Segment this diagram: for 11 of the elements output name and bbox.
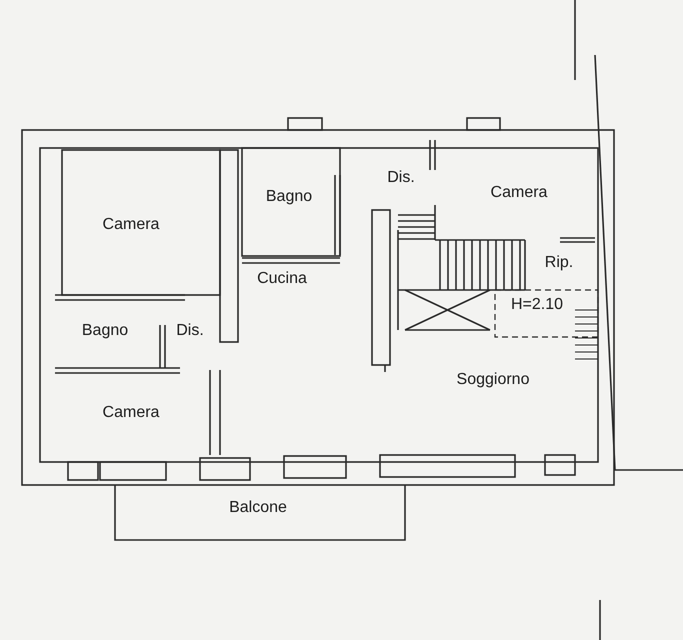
room-label: Camera bbox=[490, 185, 548, 201]
room-label: Soggiorno bbox=[456, 372, 530, 388]
room-label: Bagno bbox=[82, 323, 128, 339]
room-label: Dis. bbox=[176, 323, 204, 339]
room-label: Camera bbox=[102, 405, 160, 421]
room-label: Balcone bbox=[229, 500, 287, 516]
room-label: Camera bbox=[102, 217, 160, 233]
room-label: Dis. bbox=[387, 170, 415, 186]
room-label: Cucina bbox=[257, 271, 307, 287]
room-label: Bagno bbox=[266, 189, 312, 205]
room-label: Rip. bbox=[544, 255, 574, 271]
